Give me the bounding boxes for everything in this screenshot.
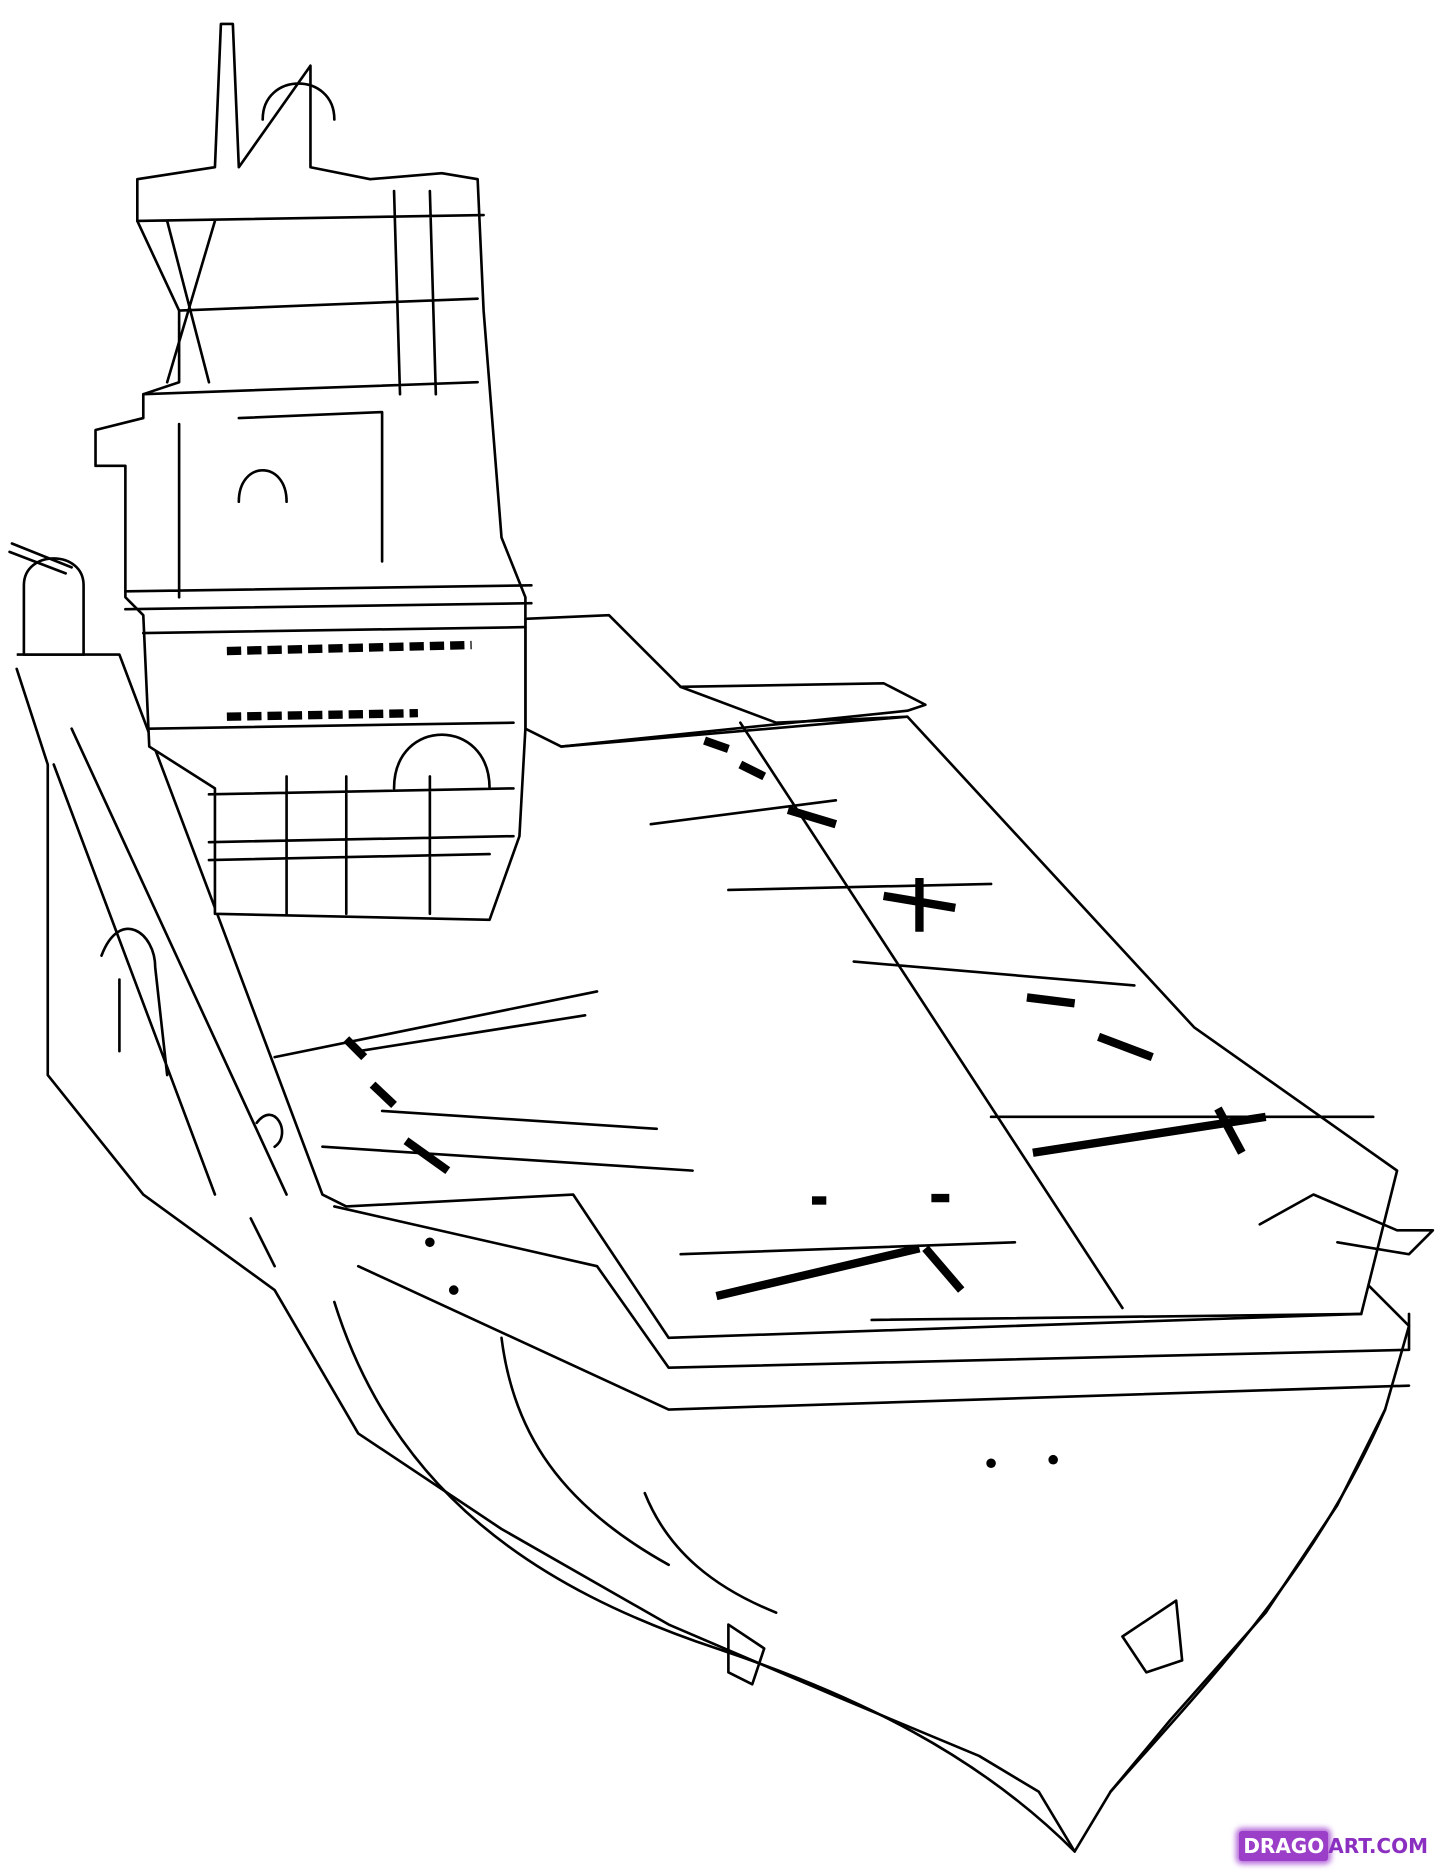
island-superstructure [94, 22, 527, 922]
radar-dome [22, 557, 85, 656]
dragoart-watermark: DRAGO ART.COM [1233, 1829, 1434, 1863]
watermark-badge: DRAGO [1239, 1831, 1329, 1861]
deck-edge [333, 681, 1411, 1411]
hull-side-details [52, 727, 288, 1268]
island-details [124, 82, 533, 916]
watermark-text: ART.COM [1328, 1834, 1428, 1858]
deck-spot-lines [273, 799, 1375, 1322]
bow-gun [8, 542, 73, 575]
elevator-outline [1258, 1193, 1435, 1256]
island-windows [226, 640, 472, 721]
anchor-details [425, 1237, 1184, 1686]
deck-markings [343, 736, 1267, 1301]
bow-lines [333, 1300, 1387, 1853]
